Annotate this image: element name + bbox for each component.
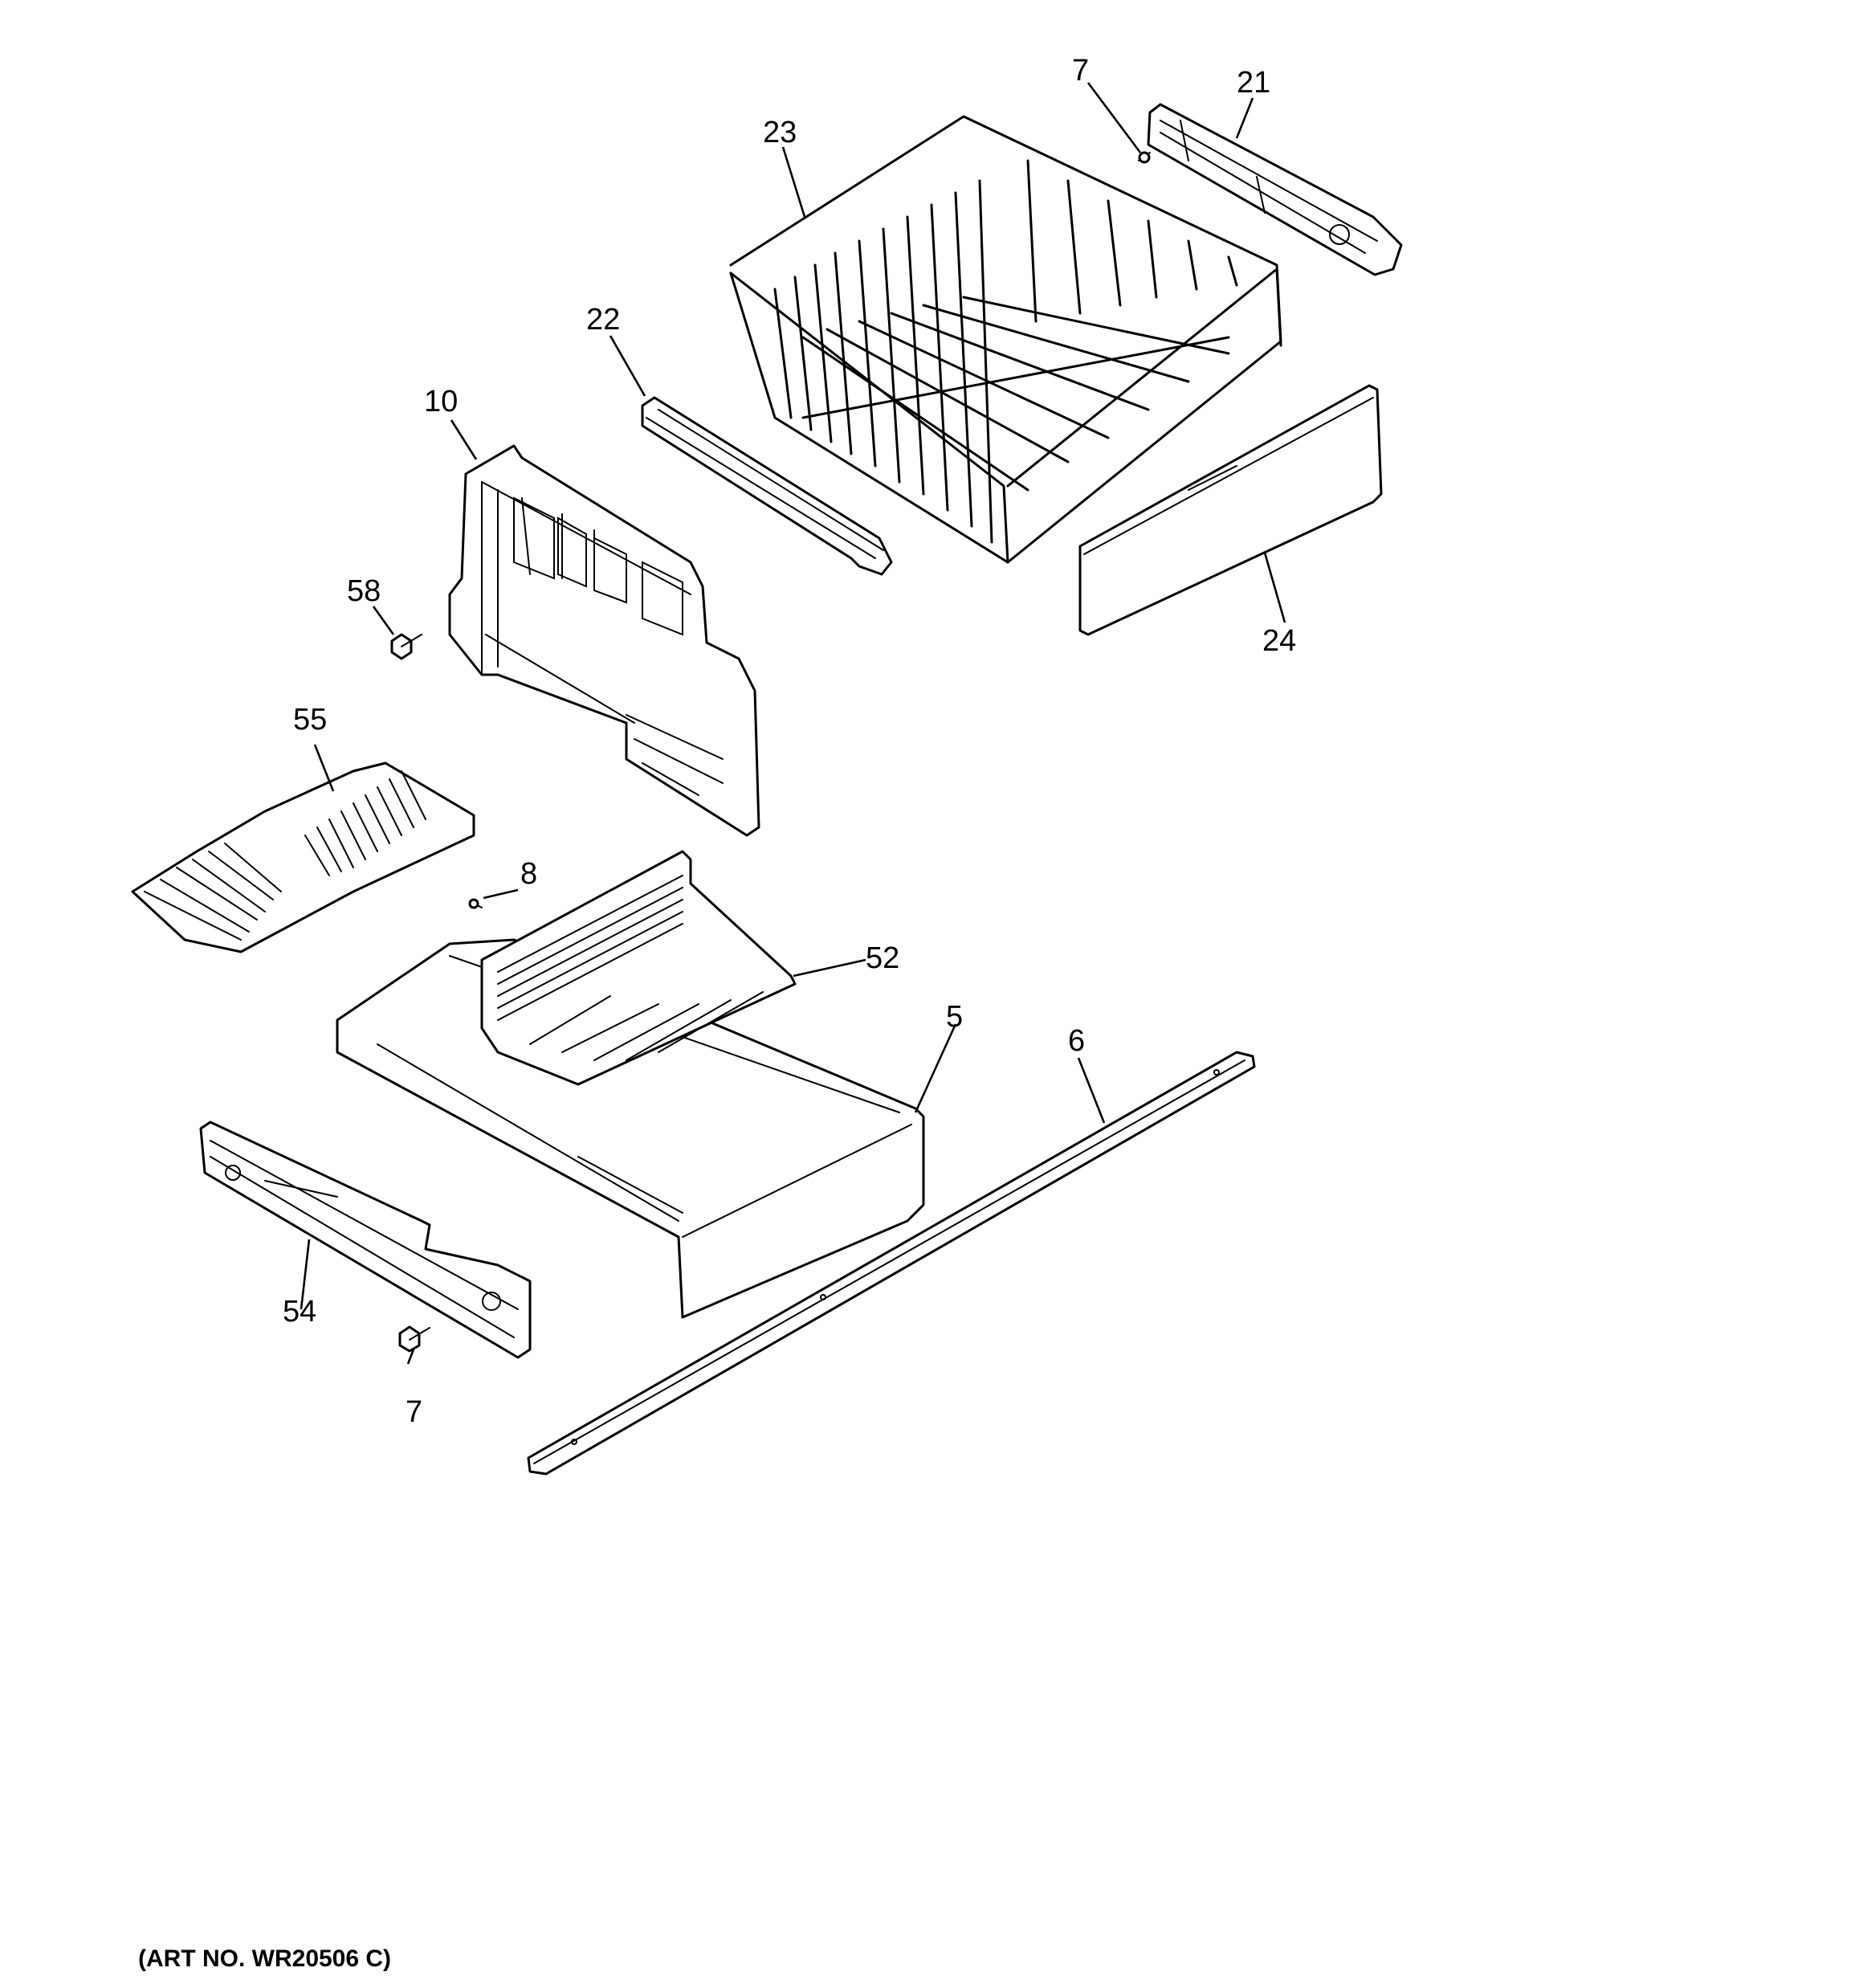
callout-8: 8 [520, 857, 537, 891]
callout-22: 22 [586, 303, 620, 337]
part-55-grille-cover [131, 761, 475, 953]
part-58-screw [390, 633, 422, 660]
art-number: (ART NO. WR20506 C) [138, 1945, 391, 1972]
callout-7-top: 7 [1072, 54, 1089, 88]
part-22-left-rail [641, 396, 893, 576]
part-23-wire-basket [729, 115, 1282, 564]
part-6-slide-rail [527, 1051, 1256, 1476]
part-52-crisper-cover [480, 850, 797, 1086]
part-8-screw [468, 898, 483, 909]
callout-7-bottom: 7 [406, 1395, 422, 1429]
callout-labels: 7 21 23 22 10 58 24 55 8 52 5 6 54 7 [283, 54, 1296, 1429]
callout-23: 23 [763, 116, 797, 149]
part-7-screw-top [1138, 151, 1151, 164]
callout-52: 52 [866, 941, 899, 975]
callout-58: 58 [347, 574, 381, 608]
part-24-front-panel [1078, 384, 1383, 636]
callout-55: 55 [293, 703, 327, 737]
part-10-bracket [448, 444, 760, 837]
part-54-left-rail [199, 1121, 532, 1359]
callout-6: 6 [1068, 1024, 1085, 1058]
callout-54: 54 [283, 1295, 316, 1329]
leader-lines [300, 82, 1286, 1365]
callout-5: 5 [946, 1000, 963, 1034]
callout-10: 10 [424, 385, 458, 418]
callout-21: 21 [1237, 66, 1270, 100]
part-21-right-rail [1147, 103, 1403, 276]
callout-24: 24 [1262, 624, 1296, 658]
part-7-screw-bottom [398, 1325, 430, 1353]
